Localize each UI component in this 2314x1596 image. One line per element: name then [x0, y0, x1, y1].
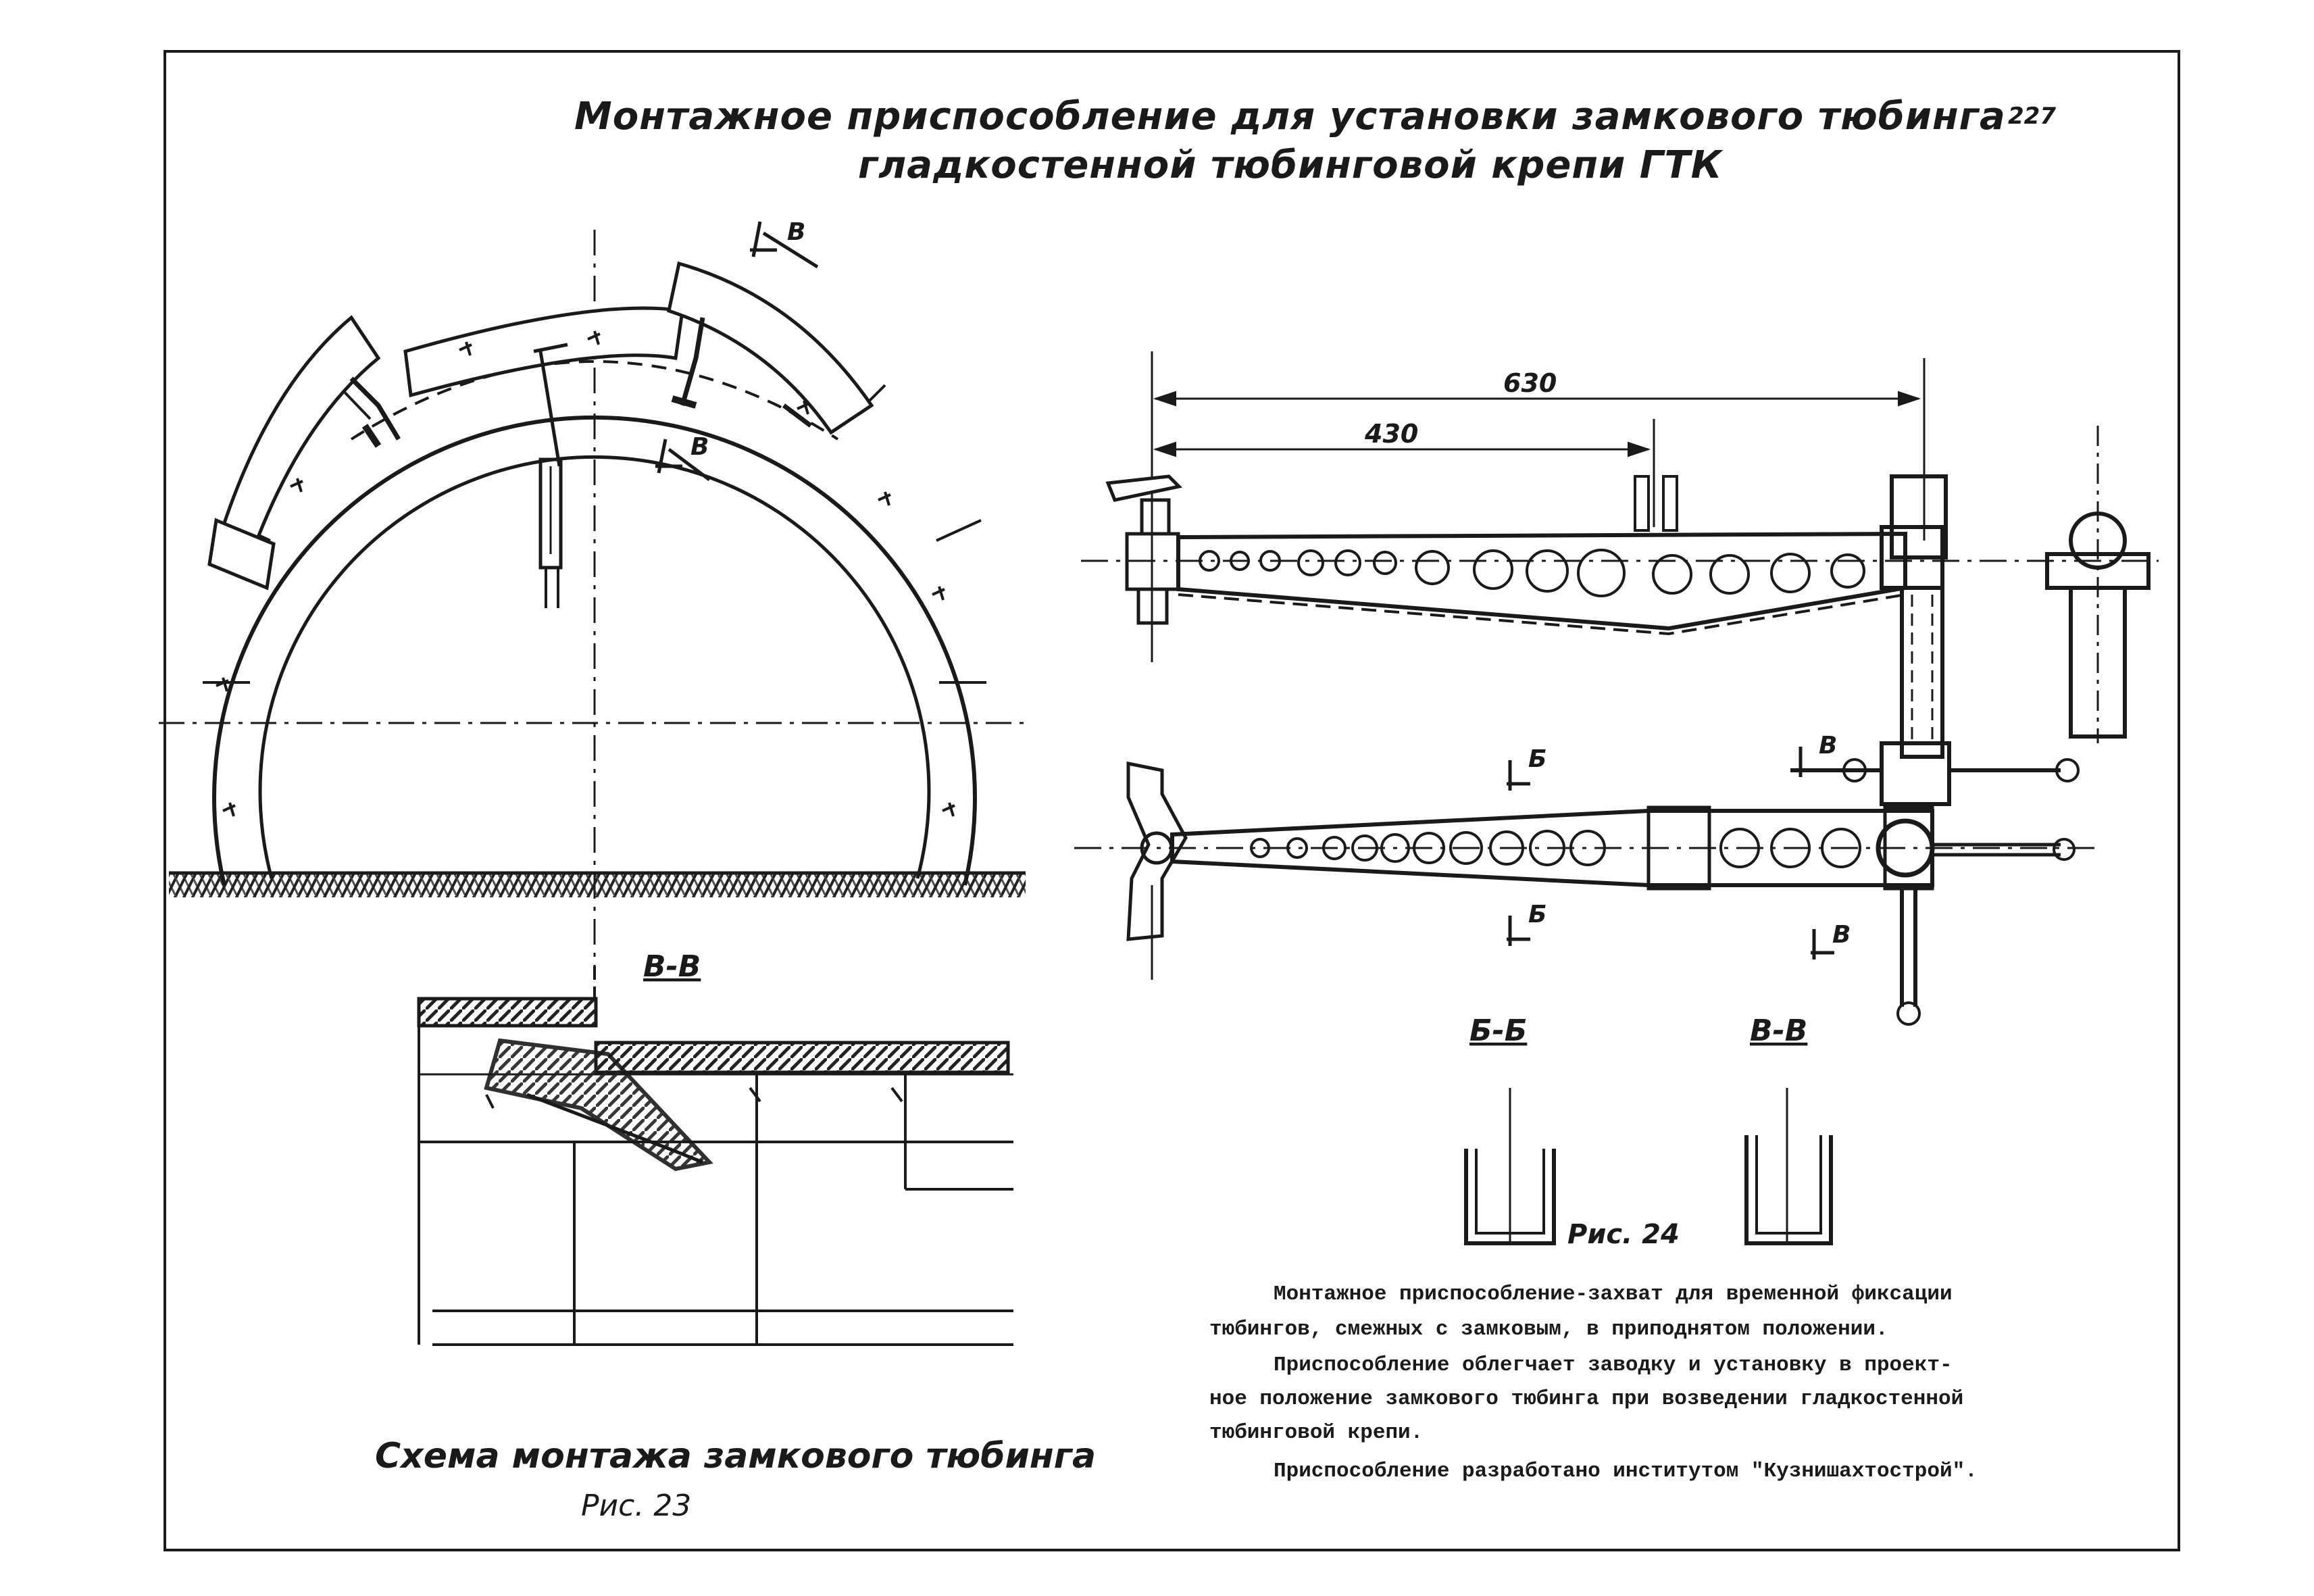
cut-mark-upper: В: [787, 218, 805, 246]
description-p3: Приспособление разработано институтом "К…: [1274, 1460, 1978, 1483]
tunnel-cross-section: [159, 221, 1027, 966]
beam-holes-bottom: [1250, 828, 1861, 868]
section-v-v-drawing: [417, 966, 1013, 1346]
figure-24-label: Рис. 24: [1567, 1219, 1680, 1250]
figure-23-caption: Схема монтажа замкового тюбинга: [375, 1436, 1097, 1476]
section-mark-b-lower: Б: [1528, 901, 1546, 928]
drawing-title-line-2: гладкостенной тюбинговой крепи ГТК: [858, 143, 1723, 187]
description-p2-line3: тюбинговой крепи.: [1209, 1421, 1424, 1445]
page-number: 227: [2008, 103, 2056, 130]
dimension-inner: 430: [1364, 419, 1418, 449]
drawing-title-line-1: Монтажное приспособление для установки з…: [574, 95, 2006, 139]
dimension-overall: 630: [1503, 368, 1557, 398]
section-mark-b-upper: Б: [1528, 745, 1546, 773]
section-mark-v-upper: В: [1819, 732, 1837, 759]
section-mark-v-lower: В: [1832, 921, 1851, 949]
drawing-frame: [164, 50, 2180, 1551]
section-v-v-title-right: В-В: [1750, 1014, 1807, 1048]
ground-hatch: [169, 873, 1026, 897]
description-p2-line1: Приспособление облегчает заводку и устан…: [1274, 1353, 1953, 1377]
figure-23-label: Рис. 23: [581, 1489, 692, 1523]
description-p1-line1: Монтажное приспособление-захват для врем…: [1274, 1282, 1953, 1306]
section-v-v-title: В-В: [643, 949, 701, 984]
description-p1-line2: тюбингов, смежных с замковым, в приподня…: [1209, 1318, 1888, 1341]
section-b-b-title: Б-Б: [1469, 1014, 1527, 1048]
ring-bolts: [216, 330, 955, 817]
description-p2-line2: ное положение замкового тюбинга при возв…: [1209, 1387, 1964, 1411]
beam-holes-top: [1199, 549, 1865, 597]
cut-mark-lower: В: [690, 433, 709, 461]
device-drawing: [1074, 351, 2159, 1245]
